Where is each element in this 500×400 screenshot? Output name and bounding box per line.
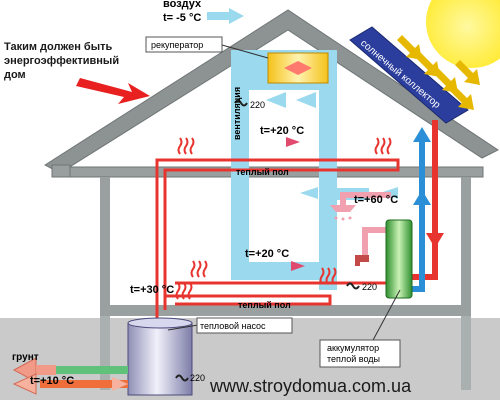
foundation-right xyxy=(461,316,471,390)
headline-text-2: энергоэффективный xyxy=(4,55,119,67)
air-temp-label: t= -5 °C xyxy=(163,12,201,24)
heat-wave-icons xyxy=(175,137,392,300)
room-upper-temp-label: t=+20 °C xyxy=(260,125,304,137)
left-wall xyxy=(100,177,110,312)
foundation-left xyxy=(100,316,110,390)
floor-slab xyxy=(100,305,471,316)
volt-220-tank-label: 220 xyxy=(362,282,377,292)
ventilation-label: вентиляция xyxy=(232,87,242,140)
heat-pump-unit xyxy=(127,317,193,396)
water-accumulator-tank xyxy=(385,219,413,299)
hot-water-pipe xyxy=(340,192,391,262)
solar-collector xyxy=(349,26,469,124)
floor-heating-lower-label: теплый пол xyxy=(238,300,291,310)
solar-loop-cold-pipe xyxy=(408,127,431,292)
recuperator-pointer xyxy=(221,44,269,59)
faucet-icon xyxy=(355,255,369,266)
power-symbol-pump xyxy=(175,374,189,382)
shower-head-icon xyxy=(330,205,356,221)
volt-220-pump-label: 220 xyxy=(190,373,205,383)
ground-temp-label: t=+10 °C xyxy=(30,375,74,387)
recuperator-fan-icon xyxy=(284,61,312,75)
power-symbol-tank xyxy=(346,282,360,290)
accumulator-label-2: теплой воды xyxy=(327,354,380,364)
warm-air-arrow-lower xyxy=(291,261,305,271)
recuperator-label: рекуператор xyxy=(151,40,203,50)
ground-loop-pipes xyxy=(12,357,128,395)
sun-icon xyxy=(426,0,500,68)
left-eave-cap xyxy=(51,164,71,178)
ground-label: грунт xyxy=(12,352,39,363)
room-lower-temp-label: t=+20 °C xyxy=(245,248,289,260)
accumulator-label-box xyxy=(319,339,401,368)
heat-pump-label: тепловой насос xyxy=(200,321,266,331)
air-label: воздух xyxy=(163,0,202,10)
heat-pump-pointer xyxy=(167,324,199,331)
website-watermark: www.stroydomua.com.ua xyxy=(209,376,412,396)
floor-heating-loop xyxy=(155,158,400,320)
hot-water-temp-label: t=+60 °C xyxy=(354,194,398,206)
headline-text-3: дом xyxy=(4,69,26,81)
warm-air-arrow-upper xyxy=(286,137,300,147)
sun-ray-arrows xyxy=(397,35,480,110)
air-intake-arrow xyxy=(207,8,244,24)
heat-pump-label-box xyxy=(196,317,293,334)
supply-temp-label: t=+30 °C xyxy=(130,284,174,296)
accumulator-label-1: аккумулятор xyxy=(327,343,379,353)
headline-text-1: Таким должен быть xyxy=(4,41,112,53)
accumulator-pointer xyxy=(371,289,401,343)
floor-heating-upper-label: теплый пол xyxy=(236,167,289,177)
right-wall xyxy=(461,177,471,312)
headline-pointer-arrow xyxy=(76,78,150,104)
recuperator-label-box xyxy=(145,36,223,53)
volt-220-vent-label: 220 xyxy=(250,100,265,110)
power-symbol-vent xyxy=(234,99,248,107)
